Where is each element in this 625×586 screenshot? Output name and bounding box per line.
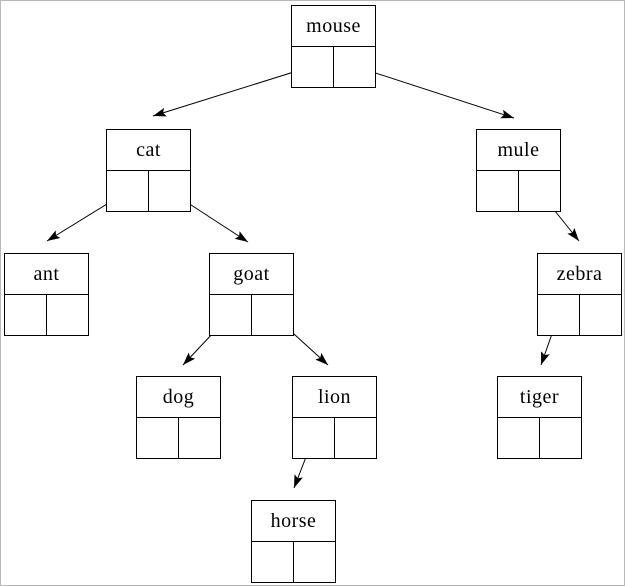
right-pointer-cell — [47, 295, 88, 335]
right-pointer-cell — [580, 295, 621, 335]
node-label: cat — [107, 130, 190, 171]
right-pointer-cell — [519, 171, 560, 211]
tree-node-zebra: zebra — [537, 253, 622, 336]
left-pointer-cell — [293, 418, 335, 458]
right-pointer-cell — [179, 418, 220, 458]
left-pointer-cell — [137, 418, 179, 458]
tree-node-tiger: tiger — [497, 376, 582, 459]
left-pointer-cell — [107, 171, 149, 211]
left-pointer-cell — [252, 542, 294, 582]
tree-node-mouse: mouse — [291, 5, 376, 88]
right-pointer-cell — [334, 47, 375, 87]
node-label: mouse — [292, 6, 375, 47]
left-pointer-cell — [498, 418, 540, 458]
edge-mouse-left-cat — [152, 65, 314, 117]
tree-node-cat: cat — [106, 129, 191, 212]
right-pointer-cell — [252, 295, 293, 335]
node-label: mule — [477, 130, 560, 171]
left-pointer-cell — [538, 295, 580, 335]
left-pointer-cell — [477, 171, 519, 211]
node-label: zebra — [538, 254, 621, 295]
tree-node-mule: mule — [476, 129, 561, 212]
right-pointer-cell — [335, 418, 376, 458]
left-pointer-cell — [210, 295, 252, 335]
node-label: tiger — [498, 377, 581, 418]
right-pointer-cell — [149, 171, 190, 211]
right-pointer-cell — [540, 418, 581, 458]
node-label: goat — [210, 254, 293, 295]
node-label: lion — [293, 377, 376, 418]
tree-node-dog: dog — [136, 376, 221, 459]
left-pointer-cell — [5, 295, 47, 335]
left-pointer-cell — [292, 47, 334, 87]
node-label: horse — [252, 501, 335, 542]
right-pointer-cell — [294, 542, 335, 582]
node-label: ant — [5, 254, 88, 295]
tree-node-goat: goat — [209, 253, 294, 336]
edge-mouse-right-mule — [353, 65, 515, 119]
tree-node-lion: lion — [292, 376, 377, 459]
tree-node-horse: horse — [251, 500, 336, 583]
tree-node-ant: ant — [4, 253, 89, 336]
node-label: dog — [137, 377, 220, 418]
